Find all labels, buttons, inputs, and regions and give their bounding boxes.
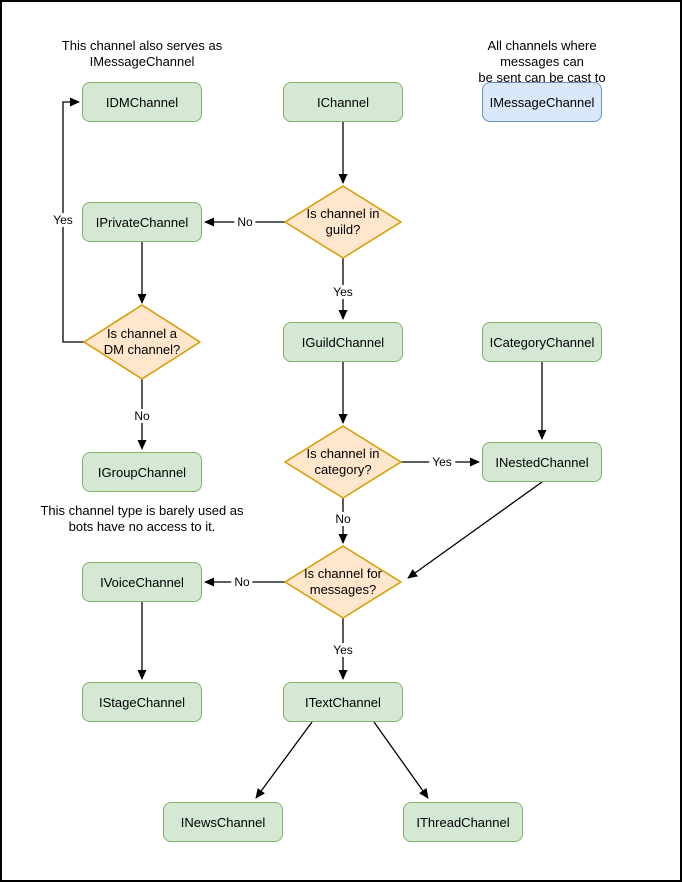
annotation-dm-note: This channel also serves as IMessageChan… (61, 38, 223, 69)
edge-label-dm-yes: Yes (50, 213, 76, 227)
node-icategorychannel: ICategoryChannel (482, 322, 602, 362)
decision-in-category-shape (284, 425, 402, 499)
node-iguildchannel: IGuildChannel (283, 322, 403, 362)
decision-is-dm-shape (83, 304, 201, 380)
node-istagechannel: IStageChannel (82, 682, 202, 722)
node-idmchannel-label: IDMChannel (105, 94, 179, 110)
edge-label-messages-no: No (231, 575, 253, 589)
node-itextchannel: ITextChannel (283, 682, 403, 722)
decision-for-messages-shape (284, 545, 402, 619)
node-itextchannel-label: ITextChannel (305, 694, 381, 710)
decision-is-dm-label: Is channel a DM channel? (103, 326, 181, 357)
node-iprivatechannel-label: IPrivateChannel (95, 214, 189, 230)
node-inestedchannel-label: INestedChannel (495, 454, 589, 470)
edge-label-messages-yes: Yes (330, 643, 356, 657)
node-ithreadchannel-label: IThreadChannel (416, 814, 510, 830)
decision-for-messages-label: Is channel for messages? (303, 566, 383, 597)
node-ichannel-label: IChannel (316, 94, 370, 110)
node-iprivatechannel: IPrivateChannel (82, 202, 202, 242)
node-icategorychannel-label: ICategoryChannel (489, 334, 595, 350)
edge-label-category-yes: Yes (429, 455, 455, 469)
node-ivoicechannel-label: IVoiceChannel (100, 574, 184, 590)
edge-label-category-no: No (332, 512, 354, 526)
edge-label-dm-no: No (131, 409, 153, 423)
node-igroupchannel-label: IGroupChannel (97, 464, 187, 480)
node-ivoicechannel: IVoiceChannel (82, 562, 202, 602)
edge-label-guild-no: No (234, 215, 256, 229)
node-inewschannel: INewsChannel (163, 802, 283, 842)
node-igroupchannel: IGroupChannel (82, 452, 202, 492)
edge-itext-to-ithread (373, 721, 429, 799)
node-imessagechannel: IMessageChannel (482, 82, 602, 122)
edge-label-guild-yes: Yes (330, 285, 356, 299)
edge-itext-to-inews (255, 721, 313, 799)
node-inestedchannel: INestedChannel (482, 442, 602, 482)
decision-in-guild-shape (284, 185, 402, 259)
node-iguildchannel-label: IGuildChannel (301, 334, 385, 350)
node-idmchannel: IDMChannel (82, 82, 202, 122)
node-ichannel: IChannel (283, 82, 403, 122)
decision-in-category-label: Is channel in category? (306, 446, 380, 477)
node-imessagechannel-label: IMessageChannel (489, 94, 595, 110)
decision-in-guild-label: Is channel in guild? (306, 206, 380, 237)
annotation-group-note: This channel type is barely used as bots… (40, 503, 244, 534)
edge-inested-to-messages-decision (407, 481, 543, 579)
node-inewschannel-label: INewsChannel (180, 814, 266, 830)
node-ithreadchannel: IThreadChannel (403, 802, 523, 842)
node-istagechannel-label: IStageChannel (98, 694, 185, 710)
